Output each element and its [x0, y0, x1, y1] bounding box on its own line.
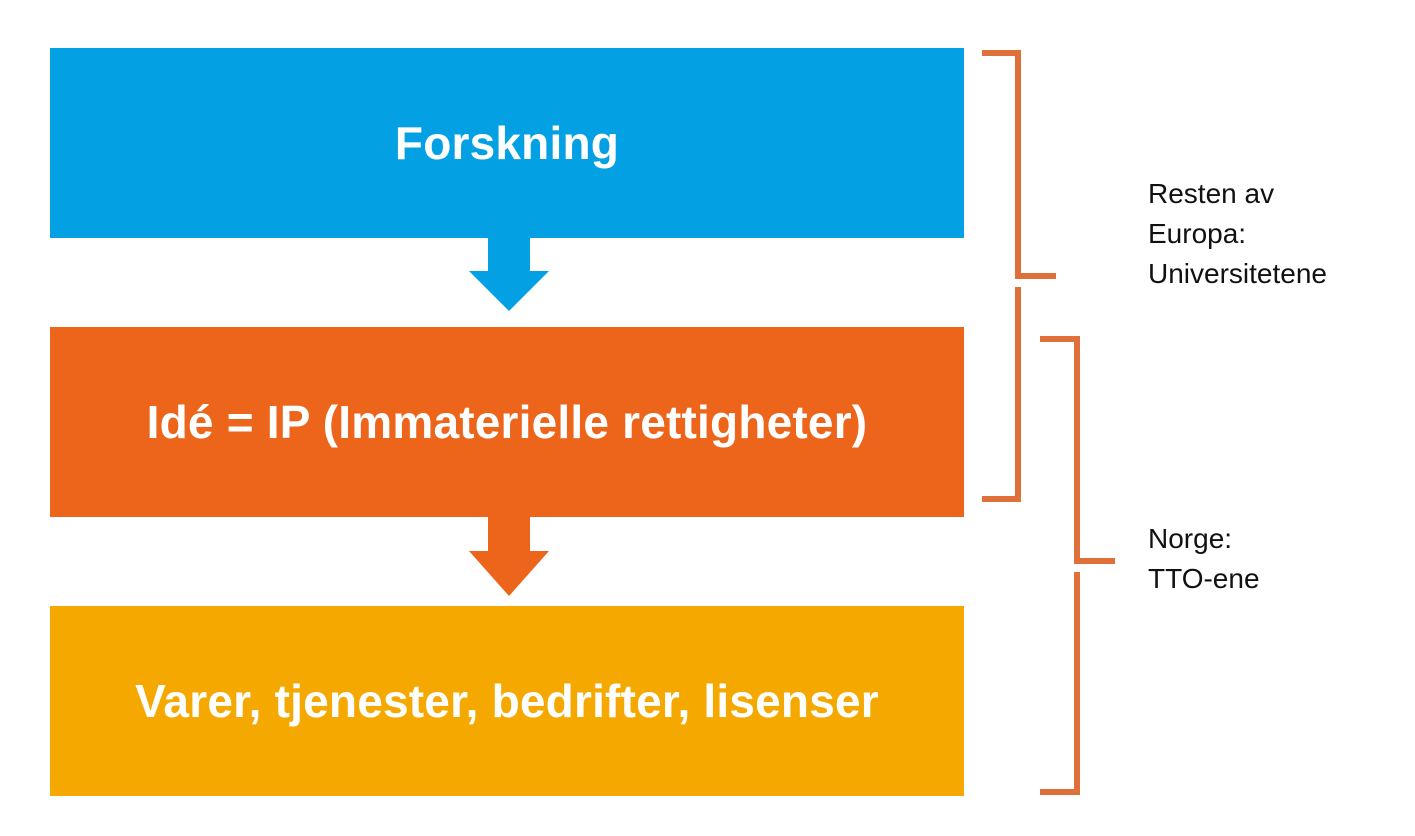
europe-bracket — [982, 50, 1056, 502]
idea-box-label: Idé = IP (Immaterielle rettigheter) — [146, 396, 868, 448]
norway-label: Norge: TTO-ene — [1148, 519, 1260, 599]
norway-bracket — [1040, 336, 1115, 795]
europe-label-line: Resten av — [1148, 178, 1275, 209]
europe-label-line: Europa: — [1148, 218, 1247, 249]
products-box-label: Varer, tjenester, bedrifter, lisenser — [135, 675, 879, 727]
norway-label-line: Norge: — [1148, 523, 1233, 554]
europe-label: Resten av Europa: Universitetene — [1148, 174, 1327, 294]
idea-box: Idé = IP (Immaterielle rettigheter) — [50, 327, 964, 517]
europe-label-line: Universitetene — [1148, 258, 1327, 289]
arrow-down-icon — [469, 517, 549, 596]
research-box: Forskning — [50, 48, 964, 238]
norway-label-line: TTO-ene — [1148, 563, 1260, 594]
research-box-label: Forskning — [394, 117, 620, 169]
arrow-down-icon — [469, 238, 549, 311]
products-box: Varer, tjenester, bedrifter, lisenser — [50, 606, 964, 796]
